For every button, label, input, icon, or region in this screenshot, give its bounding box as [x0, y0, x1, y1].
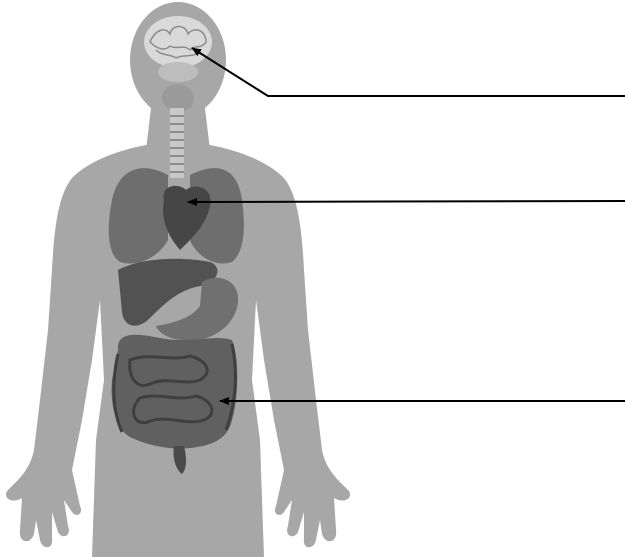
- heart-pointer: [188, 201, 625, 202]
- brain-pointer: [192, 48, 625, 96]
